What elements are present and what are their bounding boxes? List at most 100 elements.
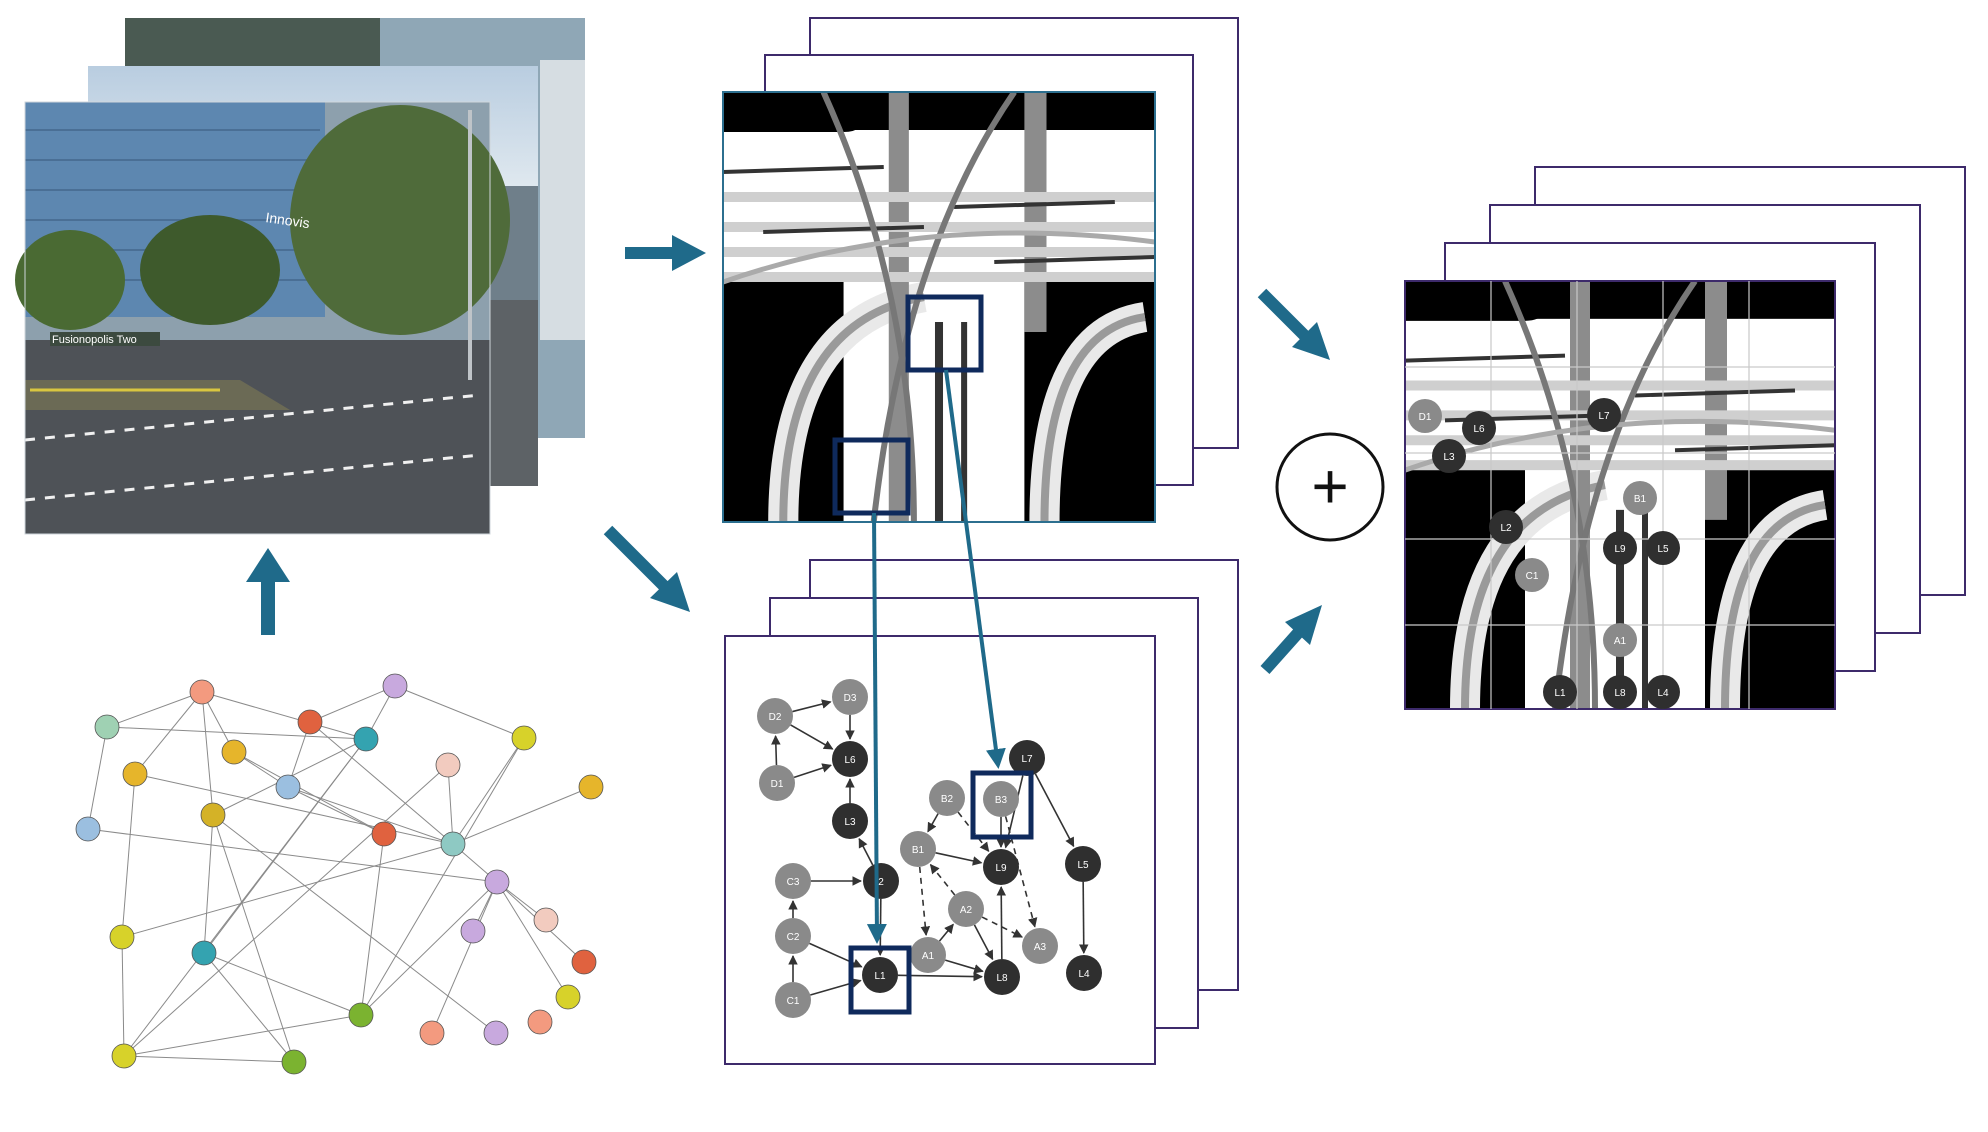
scene-graph-node bbox=[1009, 740, 1045, 776]
scene-graph-node-label: L8 bbox=[996, 973, 1008, 984]
scene-graph-node-label: B1 bbox=[912, 845, 925, 856]
scene-graph-node bbox=[757, 698, 793, 734]
kg-node bbox=[419, 1020, 445, 1046]
scene-graph-node bbox=[984, 959, 1020, 995]
kg-edge bbox=[394, 685, 525, 739]
kg-node bbox=[348, 1002, 374, 1028]
overlay-node bbox=[1603, 675, 1637, 709]
overlay-node bbox=[1432, 439, 1466, 473]
kg-edge bbox=[123, 1055, 295, 1063]
kg-node bbox=[75, 816, 101, 842]
scene-graph-node bbox=[775, 863, 811, 899]
highlight-box-map-right bbox=[905, 294, 984, 373]
kg-edge bbox=[201, 691, 367, 740]
scene-graph-node-label: C1 bbox=[787, 996, 800, 1007]
scene-graph-node-label: C3 bbox=[787, 877, 800, 888]
overlay-node-label: L5 bbox=[1657, 544, 1669, 555]
kg-edge bbox=[212, 814, 497, 1034]
kg-edge bbox=[203, 952, 295, 1063]
kg-edge bbox=[431, 881, 498, 1034]
front-camera-image: Fusionopolis Two Innovis bbox=[15, 101, 510, 535]
overlay-node-label: L8 bbox=[1614, 688, 1626, 699]
arrow-map-to-merge bbox=[1257, 288, 1330, 360]
overlay-node-label: L2 bbox=[1500, 523, 1512, 534]
scene-graph-node-label: C2 bbox=[787, 932, 800, 943]
kg-node bbox=[94, 714, 120, 740]
scene-graph-node bbox=[983, 849, 1019, 885]
scene-graph-node-label: L3 bbox=[844, 817, 856, 828]
plus-symbol: + bbox=[1311, 450, 1348, 522]
scene-graph-edge bbox=[793, 763, 832, 779]
scene-graph-edge bbox=[858, 837, 874, 866]
kg-node bbox=[189, 679, 215, 705]
kg-node bbox=[435, 752, 461, 778]
scene-graph-node bbox=[863, 863, 899, 899]
kg-node bbox=[111, 1043, 137, 1069]
arrow-map-to-L1 bbox=[866, 512, 887, 944]
kg-node bbox=[571, 949, 597, 975]
scene-graph-node bbox=[862, 957, 898, 993]
overlay-node bbox=[1623, 481, 1657, 515]
scene-graph-node-label: B3 bbox=[995, 795, 1008, 806]
building-text: Innovis bbox=[265, 209, 311, 231]
scene-graph-node-label: L5 bbox=[1077, 860, 1089, 871]
scene-graph-node bbox=[948, 891, 984, 927]
scene-graph-node bbox=[832, 679, 868, 715]
kg-edge bbox=[452, 786, 592, 845]
kg-edge bbox=[309, 721, 454, 845]
scene-graph-node-label: L7 bbox=[1021, 754, 1033, 765]
kg-node bbox=[382, 673, 408, 699]
kg-edge bbox=[134, 691, 203, 775]
kg-node bbox=[122, 761, 148, 787]
scene-graph-node bbox=[832, 803, 868, 839]
kg-edge bbox=[212, 814, 295, 1063]
scene-graph-edge bbox=[945, 959, 984, 974]
scene-graph-edge bbox=[918, 866, 931, 937]
scene-graph-edge bbox=[973, 924, 994, 961]
kg-node bbox=[533, 907, 559, 933]
kg-edge bbox=[233, 751, 385, 835]
scene-graph-node-label: D1 bbox=[771, 779, 784, 790]
kg-node bbox=[555, 984, 581, 1010]
kg-node bbox=[191, 940, 217, 966]
overlay-node-label: L6 bbox=[1473, 424, 1485, 435]
overlay-node-label: L4 bbox=[1657, 688, 1669, 699]
scene-graph-node-label: 2 bbox=[878, 877, 884, 888]
kg-edge bbox=[360, 833, 385, 1016]
correspondence bbox=[832, 294, 1034, 1015]
overlay-node-label: L1 bbox=[1554, 688, 1566, 699]
kg-node bbox=[297, 709, 323, 735]
sign-text: Fusionopolis Two bbox=[52, 334, 137, 346]
overlay-node bbox=[1603, 531, 1637, 565]
highlight-box-node-L1 bbox=[848, 945, 912, 1015]
kg-edge bbox=[360, 737, 525, 1016]
overlay-node-label: L9 bbox=[1614, 544, 1626, 555]
kg-edge bbox=[134, 773, 454, 845]
combine-operator: + bbox=[1275, 432, 1385, 542]
kg-edge bbox=[121, 773, 136, 938]
overlay-node-label: B1 bbox=[1634, 494, 1647, 505]
kg-edge bbox=[447, 764, 454, 845]
kg-edge bbox=[123, 1014, 362, 1057]
kg-edge bbox=[123, 738, 367, 1057]
kg-node bbox=[371, 821, 397, 847]
overlay-node bbox=[1587, 398, 1621, 432]
scene-graph-edge bbox=[1034, 773, 1075, 848]
scene-graph-node bbox=[929, 780, 965, 816]
scene-graph-node bbox=[759, 765, 795, 801]
kg-edge bbox=[87, 726, 108, 830]
kg-node bbox=[483, 1020, 509, 1046]
arrow-kg-to-camera bbox=[246, 548, 290, 635]
overlay-node-label: L7 bbox=[1598, 411, 1610, 422]
scene-graph-edge bbox=[927, 813, 939, 833]
overlay-node bbox=[1408, 399, 1442, 433]
highlight-box-map-left bbox=[832, 437, 911, 516]
scene-graph-edge bbox=[790, 724, 834, 750]
kg-node bbox=[109, 924, 135, 950]
kg-edge bbox=[360, 881, 498, 1016]
knowledge-graph bbox=[75, 673, 604, 1075]
overlay-node bbox=[1646, 675, 1680, 709]
overlay-node-label: A1 bbox=[1614, 636, 1627, 647]
